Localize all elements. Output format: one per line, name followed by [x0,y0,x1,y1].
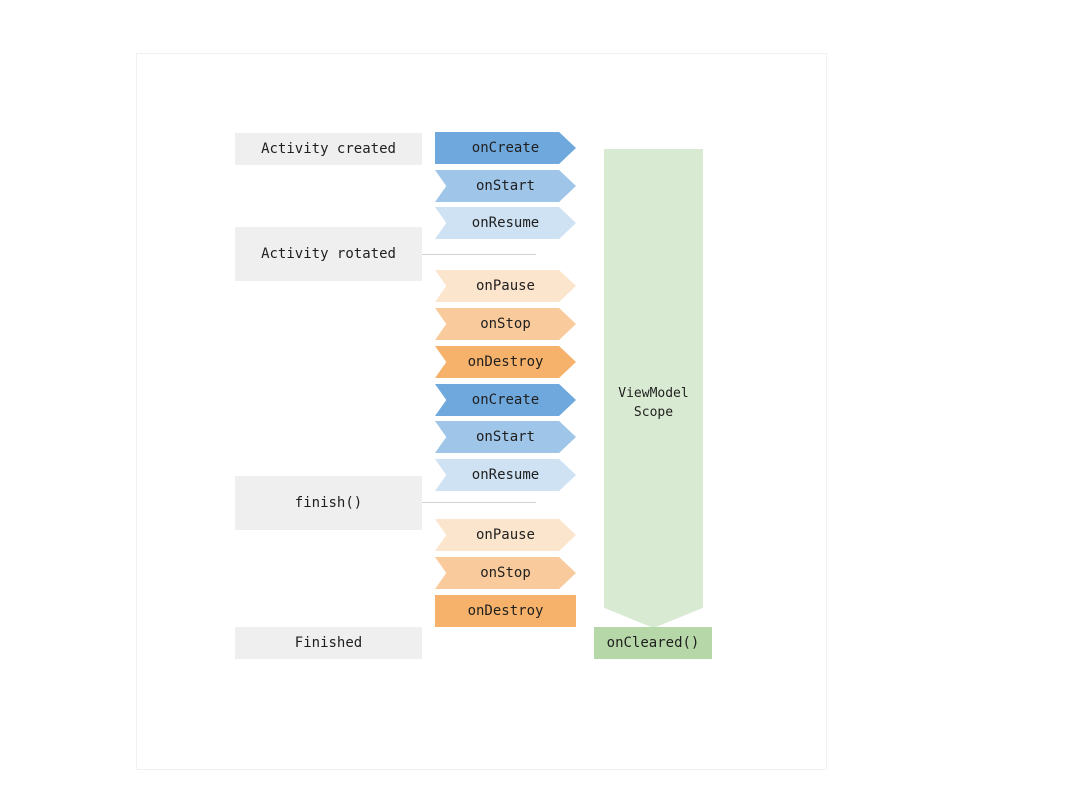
state-finish-call: finish() [235,476,422,530]
lifecycle-step-ondestroy-final: onDestroy [435,595,576,627]
lifecycle-step-oncreate: onCreate [435,132,576,164]
state-activity-created: Activity created [235,133,422,165]
lifecycle-step-oncreate-again: onCreate [435,384,576,416]
viewmodel-scope-label: ViewModel Scope [604,384,703,422]
lifecycle-step-onpause-final: onPause [435,519,576,551]
viewmodel-scope-bar [604,149,703,628]
divider-rotation [422,254,536,255]
lifecycle-step-onpause: onPause [435,270,576,302]
lifecycle-step-onresume: onResume [435,207,576,239]
scope-label-line1: ViewModel [618,386,689,401]
lifecycle-step-onstart: onStart [435,170,576,202]
scope-label-line2: Scope [633,405,674,420]
lifecycle-step-onstop: onStop [435,308,576,340]
lifecycle-step-onresume-again: onResume [435,459,576,491]
lifecycle-step-ondestroy: onDestroy [435,346,576,378]
lifecycle-step-onstart-again: onStart [435,421,576,453]
divider-finish [422,502,536,503]
state-activity-rotated: Activity rotated [235,227,422,281]
oncleared-box: onCleared() [594,627,712,659]
lifecycle-step-onstop-final: onStop [435,557,576,589]
state-finished: Finished [235,627,422,659]
